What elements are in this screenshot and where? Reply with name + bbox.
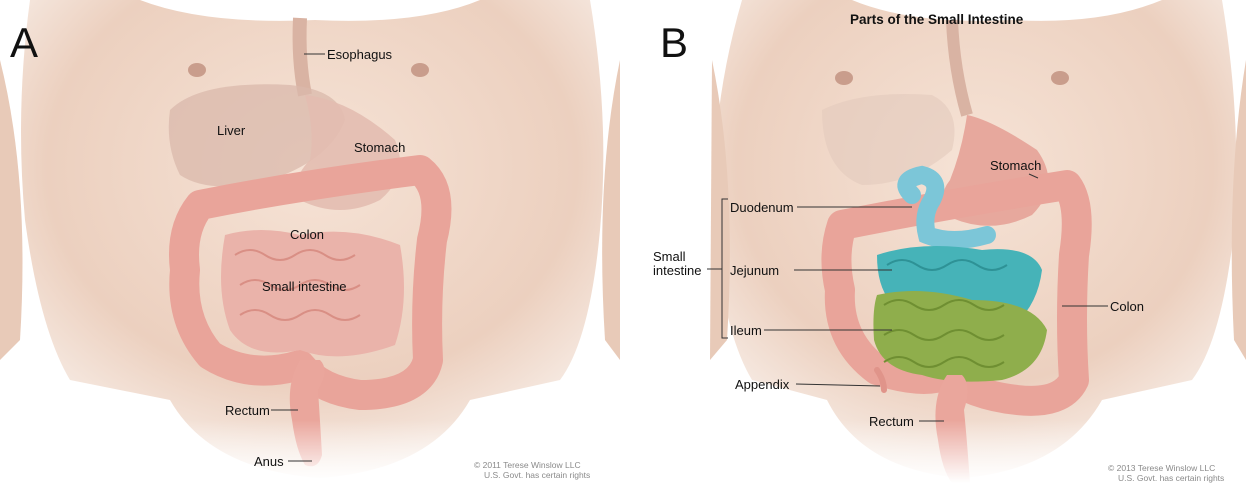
- panel-b: B Parts of the Small Intestine Stomach D…: [622, 0, 1246, 483]
- nipple-left: [835, 71, 853, 85]
- label-small-intestine-line1: Small: [653, 250, 686, 263]
- nipple-right: [411, 63, 429, 77]
- credit-a: © 2011 Terese Winslow LLC U.S. Govt. has…: [474, 461, 590, 481]
- label-esophagus: Esophagus: [327, 48, 392, 61]
- label-colon: Colon: [290, 228, 324, 241]
- label-stomach: Stomach: [990, 159, 1041, 172]
- nipple-left: [188, 63, 206, 77]
- panel-letter-a: A: [10, 22, 38, 64]
- nipple-right: [1051, 71, 1069, 85]
- label-ileum: Ileum: [730, 324, 762, 337]
- esophagus-shape: [300, 18, 305, 95]
- label-liver: Liver: [217, 124, 245, 137]
- label-appendix: Appendix: [735, 378, 789, 391]
- label-colon: Colon: [1110, 300, 1144, 313]
- label-small-intestine: Small intestine: [262, 280, 347, 293]
- anatomy-illustration-b: [622, 0, 1246, 483]
- credit-a-line2: U.S. Govt. has certain rights: [474, 471, 590, 481]
- panel-letter-b: B: [660, 22, 688, 64]
- label-stomach: Stomach: [354, 141, 405, 154]
- diagram-title: Parts of the Small Intestine: [850, 12, 1023, 27]
- label-rectum: Rectum: [869, 415, 914, 428]
- label-duodenum: Duodenum: [730, 201, 794, 214]
- credit-b-line2: U.S. Govt. has certain rights: [1108, 474, 1224, 483]
- label-jejunum: Jejunum: [730, 264, 779, 277]
- panel-a: A Esophagus Liver Stomach Colon Small in…: [0, 0, 620, 483]
- label-small-intestine-line2: intestine: [653, 264, 701, 277]
- credit-b: © 2013 Terese Winslow LLC U.S. Govt. has…: [1108, 464, 1224, 483]
- label-anus: Anus: [254, 455, 284, 468]
- label-rectum: Rectum: [225, 404, 270, 417]
